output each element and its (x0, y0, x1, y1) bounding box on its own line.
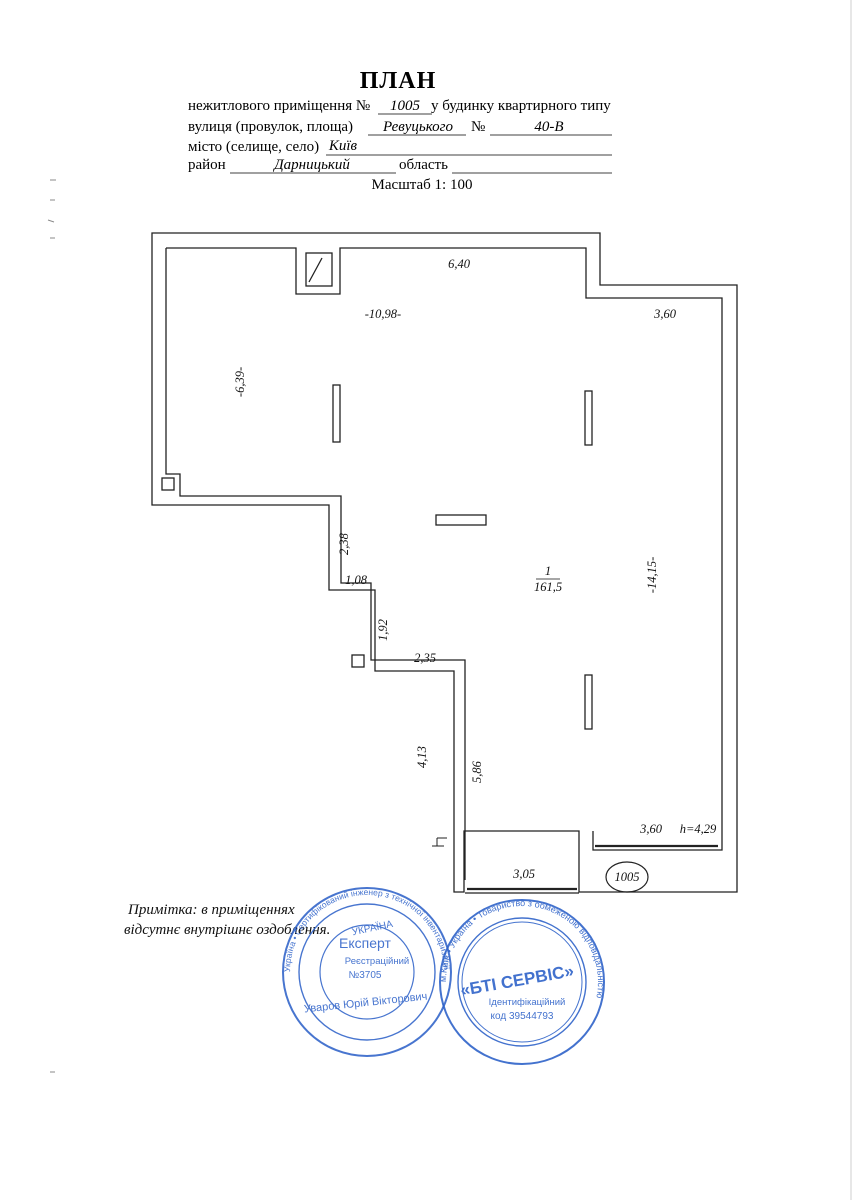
dim-top-right-wall: 6,40 (448, 257, 471, 271)
expert-stamp-reg-label: Реєстраційний (345, 956, 409, 967)
column-marker (161, 477, 175, 491)
beam (435, 514, 487, 526)
dim-step-vertical-1: 2,38 (337, 532, 351, 555)
header-line1-prefix: нежитлового приміщення № (188, 98, 370, 114)
scan-marks (47, 179, 56, 1073)
company-stamp-id-code: код 39544793 (491, 1011, 554, 1022)
dim-step-horizontal-1: 1,08 (345, 573, 368, 587)
premises-circle-number: 1005 (615, 870, 640, 884)
room-area: 161,5 (534, 580, 562, 594)
expert-stamp-title: Експерт (339, 935, 391, 951)
header-line1-suffix: у будинку квартирного типу (431, 98, 611, 114)
district-name: Дарницький (272, 157, 350, 173)
dim-ceiling-height: h=4,29 (680, 822, 717, 836)
column (584, 390, 593, 446)
premises-circle: 1005 (605, 861, 649, 893)
inner-wall-left (165, 248, 466, 880)
house-number-label: № (471, 119, 485, 135)
note-line-1: Примітка: в приміщеннях (127, 902, 295, 918)
page-title: ПЛАН (360, 68, 437, 94)
city-label: місто (селище, село) (188, 139, 319, 155)
street-label: вулиця (провулок, площа) (188, 119, 353, 135)
outer-wall (151, 232, 738, 893)
scale-label: Масштаб 1: 100 (372, 177, 473, 193)
inner-wall (166, 247, 723, 851)
dim-bottom-right-step: 3,60 (639, 822, 663, 836)
ventilation-duct (305, 252, 333, 287)
house-number: 40-В (534, 119, 563, 135)
dim-lower-left-outer: 4,13 (415, 746, 429, 768)
room-number: 1 (545, 564, 551, 578)
dim-step-horizontal-2: 2,35 (414, 651, 436, 665)
district-label: район (188, 157, 226, 173)
dim-left-wall: -6,39- (233, 367, 247, 397)
street-name: Ревуцького (382, 119, 454, 135)
column (332, 384, 341, 443)
column-marker (351, 654, 365, 668)
floor-plan (151, 232, 738, 894)
city-name: Київ (328, 138, 358, 154)
dim-right-wall: -14,15- (645, 557, 659, 593)
dim-bottom-wall: 3,05 (512, 867, 535, 881)
note-line-2: відсутнє внутрішнє оздоблення. (124, 922, 330, 938)
dim-step-vertical-2: 1,92 (376, 619, 390, 641)
region-label: область (399, 157, 448, 173)
company-stamp-id-label: Ідентифікаційний (489, 997, 566, 1008)
dim-right-upper-step: 3,60 (653, 307, 677, 321)
dim-top-left-wall: -10,98- (365, 307, 401, 321)
dimension-labels: 6,40 -10,98- 3,60 -6,39- -14,15- 2,38 1,… (233, 257, 717, 881)
expert-stamp-reg-number: №3705 (349, 970, 382, 981)
column (584, 674, 593, 730)
dim-lower-left-inner: 5,86 (470, 760, 484, 783)
document-header: ПЛАН нежитлового приміщення № 1005 у буд… (188, 68, 612, 193)
premises-number: 1005 (390, 98, 421, 114)
